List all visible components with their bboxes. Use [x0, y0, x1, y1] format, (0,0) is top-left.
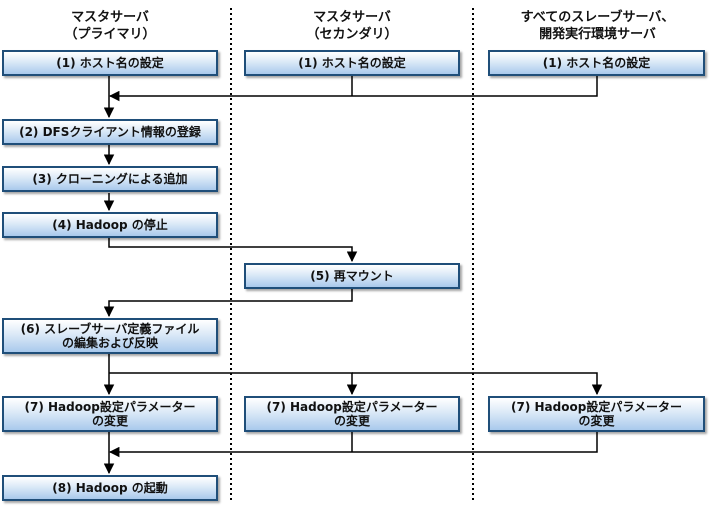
- step-7-primary: (7) Hadoop設定パラメーター の変更: [2, 396, 218, 432]
- column-separators: [230, 8, 474, 502]
- step-1-slaves: (1) ホスト名の設定: [488, 50, 705, 76]
- arrow-s1slave-to-s2: [108, 75, 598, 102]
- step-7-secondary-label-line2: の変更: [333, 414, 370, 428]
- step-6-label-line2: の編集および反映: [61, 336, 158, 350]
- step-1-slaves-label: (1) ホスト名の設定: [542, 56, 651, 70]
- column-header-secondary: マスタサーバ （セカンダリ）: [262, 9, 442, 43]
- column-header-primary-line1: マスタサーバ: [71, 10, 149, 25]
- step-7-secondary: (7) Hadoop設定パラメーター の変更: [244, 396, 460, 432]
- step-6: (6) スレーブサーバ定義ファイル の編集および反映: [2, 318, 218, 354]
- arrow-s6-to-s7slave: [352, 372, 603, 396]
- step-1-secondary: (1) ホスト名の設定: [244, 50, 460, 76]
- arrow-s4-to-s5: [108, 238, 358, 263]
- column-header-slaves-line2: 開発実行環境サーバ: [539, 27, 656, 42]
- step-2-label: (2) DFSクライアント情報の登録: [19, 125, 201, 139]
- step-1-primary-label: (1) ホスト名の設定: [56, 56, 164, 70]
- step-1-primary: (1) ホスト名の設定: [2, 50, 218, 76]
- step-4-label: (4) Hadoop の停止: [52, 218, 168, 232]
- step-7-slaves-label-line2: の変更: [578, 414, 615, 428]
- column-header-secondary-line2: （セカンダリ）: [306, 27, 398, 42]
- step-7-slaves: (7) Hadoop設定パラメーター の変更: [488, 396, 705, 432]
- step-6-label-line1: (6) スレーブサーバ定義ファイル: [20, 322, 200, 336]
- column-header-slaves: すべてのスレーブサーバ、 開発実行環境サーバ: [490, 9, 705, 43]
- step-4: (4) Hadoop の停止: [2, 212, 218, 238]
- column-header-slaves-line1: すべてのスレーブサーバ、: [520, 10, 675, 25]
- step-3-label: (3) クローニングによる追加: [32, 172, 188, 186]
- step-7-slaves-label-line1: (7) Hadoop設定パラメーター: [511, 400, 682, 414]
- column-header-primary-line2: （プライマリ）: [64, 27, 156, 42]
- step-7-secondary-label-line1: (7) Hadoop設定パラメーター: [266, 400, 438, 414]
- step-3: (3) クローニングによる追加: [2, 166, 218, 192]
- step-7-primary-label-line1: (7) Hadoop設定パラメーター: [24, 400, 196, 414]
- step-8: (8) Hadoop の起動: [2, 475, 218, 501]
- arrow-s5-to-s6: [103, 289, 353, 318]
- column-header-primary: マスタサーバ （プライマリ）: [20, 9, 200, 43]
- step-8-label: (8) Hadoop の起動: [52, 481, 168, 495]
- step-1-secondary-label: (1) ホスト名の設定: [298, 56, 406, 70]
- step-5: (5) 再マウント: [244, 263, 460, 289]
- column-header-secondary-line1: マスタサーバ: [313, 10, 391, 25]
- arrow-s7slave-to-s8: [108, 430, 598, 458]
- step-5-label: (5) 再マウント: [310, 269, 394, 283]
- step-7-primary-label-line2: の変更: [91, 414, 128, 428]
- step-2: (2) DFSクライアント情報の登録: [2, 119, 218, 145]
